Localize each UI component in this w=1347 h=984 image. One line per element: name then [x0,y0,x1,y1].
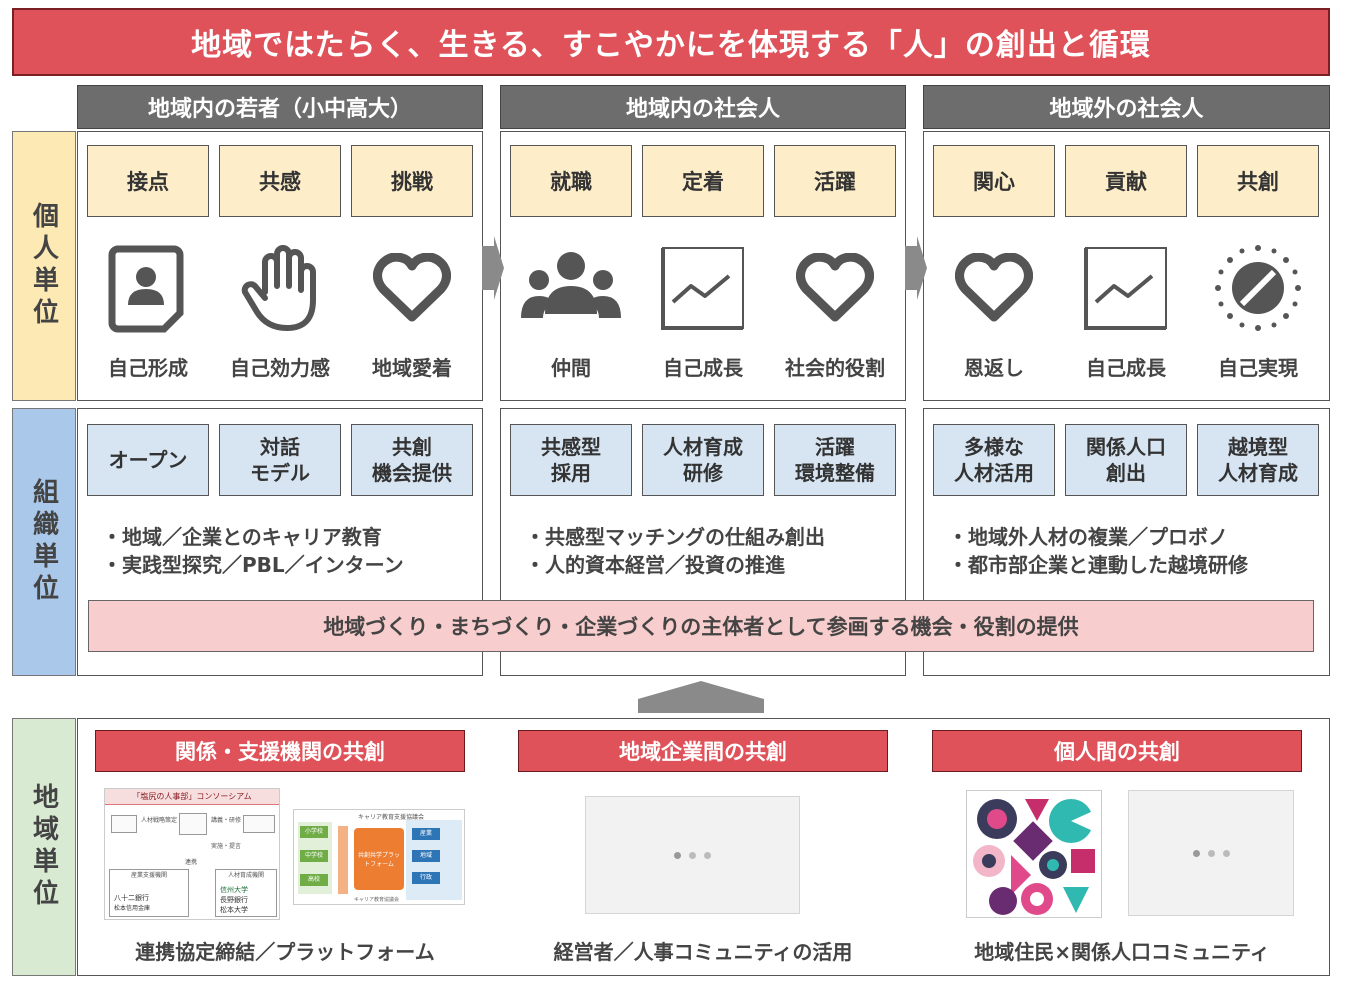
org-keyword: 共感型 採用 [510,424,632,496]
school-box: 高校 [300,874,328,886]
keyword-contribution: 貢献 [1065,145,1187,217]
org-keyword: 関係人口 創出 [1065,424,1187,496]
org-box [111,815,137,833]
org-keyword: 人材育成 研修 [642,424,764,496]
row-label-organization: 組織単位 [12,408,76,676]
image-placeholder [585,796,800,914]
keyword-contact: 接点 [87,145,209,217]
keyword-retention: 定着 [642,145,764,217]
column-header-youth: 地域内の若者（小中高大） [77,85,483,129]
keyword-activity: 活躍 [774,145,896,217]
keyword-co-creation: 共創 [1197,145,1319,217]
contact-card-icon [87,238,209,338]
org-keyword: オープン [87,424,209,496]
group-people-icon [510,238,632,338]
self-realization-icon [1197,238,1319,338]
heart-icon [351,238,473,338]
row-label-individual: 個人単位 [12,131,76,401]
consortium-label: 人材育成機関 [227,872,264,879]
school-box: 中学校 [300,850,328,862]
icon-label: 仲間 [551,356,591,380]
bullet-item: ・地域外人材の複業／プロボノ [948,525,1228,549]
heart-icon [774,238,896,338]
platform-center: 共創共学プラットフォーム [354,828,404,890]
platform-footer: キャリア教育協議会 [354,897,400,903]
consortium-member: 長野銀行 [220,896,248,904]
icon-label: 社会的役割 [785,356,885,380]
bullet-list-local: ・共感型マッチングの仕組み創出 ・人的資本経営／投資の推進 [525,523,900,579]
arrow-right-icon [905,236,927,300]
consortium-label: 産業支援機関 [130,872,167,879]
loading-dots-icon [674,851,711,859]
org-box [179,813,207,835]
column-header-local-workers: 地域内の社会人 [500,85,906,129]
growth-chart-icon [642,238,764,338]
consortium-label: 実施・提言 [211,843,242,850]
arrow-right-icon [482,236,504,300]
org-keyword: 多様な 人材活用 [933,424,1055,496]
sector-box: 行政 [412,872,440,884]
loading-dots-icon [1192,849,1230,857]
icon-label: 自己成長 [1086,356,1166,380]
column-header-outside-workers: 地域外の社会人 [923,85,1330,129]
community-artwork [966,790,1102,918]
org-keyword: 越境型 人材育成 [1197,424,1319,496]
icon-label: 恩返し [964,356,1024,380]
consortium-member: 松本信用金庫 [114,905,151,912]
keyword-challenge: 挑戦 [351,145,473,217]
bullet-item: ・人的資本経営／投資の推進 [525,553,785,577]
consortium-member: 信州大学 [220,886,248,894]
org-box [243,815,275,833]
education-box: 人材育成機関 信州大学 長野銀行 松本大学 [215,869,277,917]
industry-support-box: 産業支援機関 八十二銀行 松本信用金庫 [109,869,189,917]
sector-box: 産業 [412,828,440,840]
bullet-list-youth: ・地域／企業とのキャリア教育 ・実践型探究／PBL／インターン [102,523,472,579]
bullet-item: ・共感型マッチングの仕組み創出 [525,525,825,549]
org-keyword: 共創 機会提供 [351,424,473,496]
arrow-up-icon [638,681,764,713]
bullet-item: ・都市部企業と連動した越境研修 [948,553,1248,577]
raised-hand-icon [219,238,341,338]
platform-title: キャリア教育支援協議会 [358,814,425,821]
bullet-item: ・実践型探究／PBL／インターン [102,553,404,577]
school-box: 小学校 [300,826,328,838]
bullet-list-outside: ・地域外人材の複業／プロボノ ・都市部企業と連動した越境研修 [948,523,1323,579]
org-role-band: 地域づくり・まちづくり・企業づくりの主体者として参画する機会・役割の提供 [88,600,1314,652]
icon-label: 自己形成 [108,356,188,380]
icon-label: 地域愛着 [372,356,452,380]
row-label-region: 地域単位 [12,718,76,976]
consortium-title: 「塩尻の人事部」コンソーシアム [105,789,279,805]
region-caption: 連携協定締結／プラットフォーム [135,940,435,964]
consortium-diagram: 「塩尻の人事部」コンソーシアム 人材戦略策定 講義・研修 実施・提言 連携 産業… [104,788,280,920]
keyword-interest: 関心 [933,145,1055,217]
icon-label: 自己効力感 [230,356,330,380]
icon-label: 自己成長 [663,356,743,380]
region-header-support-orgs: 関係・支援機関の共創 [95,730,465,772]
region-header-companies: 地域企業間の共創 [518,730,888,772]
region-header-individuals: 個人間の共創 [932,730,1302,772]
consortium-label: 連携 [185,859,198,866]
platform-diagram: キャリア教育支援協議会 小学校 中学校 高校 共創共学プラットフォーム 産業 地… [293,809,465,905]
page-title: 地域ではたらく、生きる、すこやかにを体現する「人」の創出と循環 [12,8,1330,76]
consortium-label: 講義・研修 [211,817,242,824]
image-placeholder [1128,790,1294,916]
heart-icon [933,238,1055,338]
region-caption: 地域住民×関係人口コミュニティ [974,940,1270,964]
consortium-member: 八十二銀行 [114,894,149,902]
bullet-item: ・地域／企業とのキャリア教育 [102,525,382,549]
consortium-member: 松本大学 [220,906,248,914]
sector-box: 地域 [412,850,440,862]
icon-label: 自己実現 [1218,356,1298,380]
growth-chart-icon [1065,238,1187,338]
keyword-empathy: 共感 [219,145,341,217]
org-keyword: 対話 モデル [219,424,341,496]
keyword-employment: 就職 [510,145,632,217]
consortium-label: 人材戦略策定 [141,817,178,824]
region-caption: 経営者／人事コミュニティの活用 [553,940,853,964]
org-keyword: 活躍 環境整備 [774,424,896,496]
